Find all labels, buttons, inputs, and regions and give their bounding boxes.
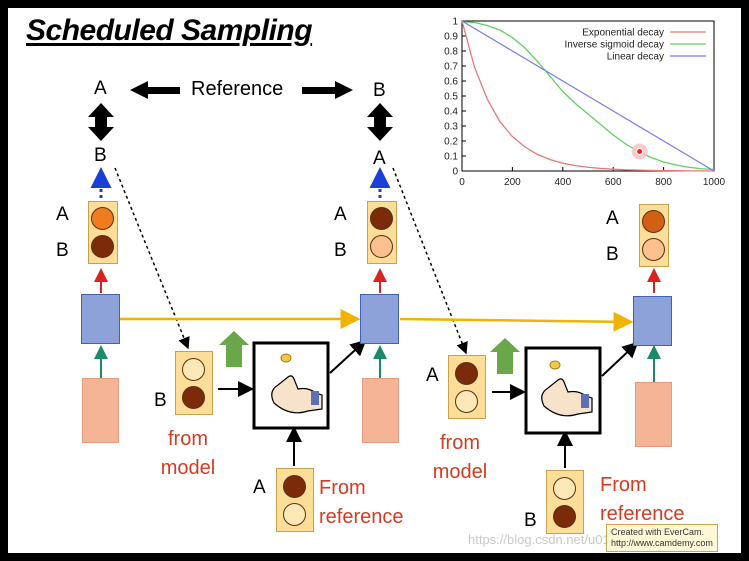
dist-label-b-3: B: [606, 244, 619, 265]
from-reference-box-1: [276, 468, 314, 532]
y-tick-label: 0.9: [444, 32, 458, 43]
legend-label-1: Exponential decay: [582, 28, 664, 39]
x-tick-label: 600: [605, 177, 622, 188]
hidden-state-2: [360, 294, 399, 344]
x-tick-label: 200: [504, 177, 521, 188]
dot-b-filled: [182, 386, 205, 409]
reference-arrow-left: [130, 81, 180, 99]
from-model-label-b: B: [154, 390, 167, 411]
output-dist-2: [367, 201, 397, 264]
double-arrow-2: [367, 103, 393, 141]
from-model-label-a: A: [426, 365, 439, 386]
arrow-from-coin-1: [329, 339, 367, 374]
green-up-arrow-2: [490, 338, 520, 374]
from-model-box-1: [175, 351, 213, 415]
evercam-badge: Created with EverCam. http://www.camdemy…: [606, 524, 718, 552]
reference-arrow-right: [302, 81, 353, 99]
series-line-2: [461, 21, 715, 171]
dot-a-high: [91, 207, 114, 230]
output-dist-3: [639, 204, 669, 267]
double-arrow-1: [88, 103, 114, 141]
y-tick-label: 0.6: [444, 77, 458, 88]
dot-b-low: [642, 238, 665, 261]
y-tick-label: 0.4: [444, 107, 458, 118]
dot-a-empty: [182, 358, 205, 381]
x-tick-label: 800: [655, 177, 672, 188]
dot-a-high: [370, 207, 393, 230]
watermark: https://blog.csdn.net/u01: [468, 532, 610, 547]
dot-b-filled: [553, 505, 576, 528]
x-tick-label: 1000: [703, 177, 726, 188]
dot-b-low: [370, 235, 393, 258]
label-target-b-2: B: [373, 80, 386, 101]
label-output-a-2: A: [373, 148, 386, 169]
from-reference-label-a: A: [253, 477, 266, 498]
dist-label-b-2: B: [334, 240, 347, 261]
dot-a-high: [642, 210, 665, 233]
series-line-1: [461, 20, 715, 172]
hidden-state-3: [633, 296, 672, 346]
label-target-a-1: A: [94, 78, 107, 99]
coin-flip-box-1: [252, 341, 330, 430]
slide: Scheduled Sampling: [8, 8, 741, 553]
hidden-state-line-2: [399, 311, 634, 332]
from-model-caption-1: from model: [160, 428, 216, 479]
from-reference-caption-2: From reference: [600, 474, 685, 525]
reference-label: Reference: [191, 78, 284, 100]
y-tick-label: 0.8: [444, 47, 458, 58]
dot-a-filled: [283, 475, 306, 498]
from-reference-label-b: B: [524, 510, 537, 531]
evercam-line1: Created with EverCam.: [611, 527, 705, 537]
hidden-state-1: [81, 294, 120, 344]
cursor-dot: [636, 148, 644, 155]
x-tick-label: 400: [554, 177, 571, 188]
dist-label-a-3: A: [606, 208, 619, 229]
y-tick-label: 0.2: [444, 137, 458, 148]
series-line-3: [461, 20, 715, 172]
y-tick-label: 0: [452, 167, 458, 178]
input-token-1: [82, 378, 119, 443]
evercam-line2: http://www.camdemy.com: [611, 538, 713, 548]
legend-label-3: Linear decay: [607, 52, 664, 63]
dotted-arrow-1: [114, 167, 190, 350]
dot-a-filled: [455, 362, 478, 385]
y-tick-label: 0.5: [444, 92, 458, 103]
input-token-3: [635, 382, 672, 447]
from-model-box-2: [448, 355, 486, 419]
diagram-canvas: [88, 81, 661, 468]
decay-chart: 0 0.1 0.2 0.3 0.4 0.5 0.6 0.7 0.8 0.9 1 0 200 400 600 8…: [444, 17, 726, 189]
from-reference-box-2: [546, 470, 584, 534]
y-tick-label: 1: [452, 17, 458, 28]
dist-label-a-1: A: [56, 204, 69, 225]
y-tick-label: 0.1: [444, 152, 458, 163]
slide-title: Scheduled Sampling: [26, 14, 313, 47]
dot-b-empty: [283, 503, 306, 526]
from-reference-caption-1: From reference: [319, 477, 404, 528]
y-tick-label: 0.3: [444, 122, 458, 133]
y-tick-label: 0.7: [444, 62, 458, 73]
green-up-arrow-1: [219, 331, 249, 367]
coin-flip-box-2: [524, 346, 602, 435]
dot-b-high: [91, 235, 114, 258]
arrow-from-coin-2: [601, 341, 639, 377]
label-output-b-1: B: [94, 145, 107, 166]
output-dist-1: [88, 201, 118, 264]
dist-label-b-1: B: [56, 240, 69, 261]
from-model-caption-2: from model: [432, 432, 488, 483]
x-tick-label: 0: [459, 177, 465, 188]
input-token-2: [362, 378, 399, 443]
dot-b-empty: [455, 390, 478, 413]
dot-a-empty: [553, 477, 576, 500]
legend-label-2: Inverse sigmoid decay: [565, 40, 665, 51]
dist-label-a-2: A: [334, 204, 347, 225]
